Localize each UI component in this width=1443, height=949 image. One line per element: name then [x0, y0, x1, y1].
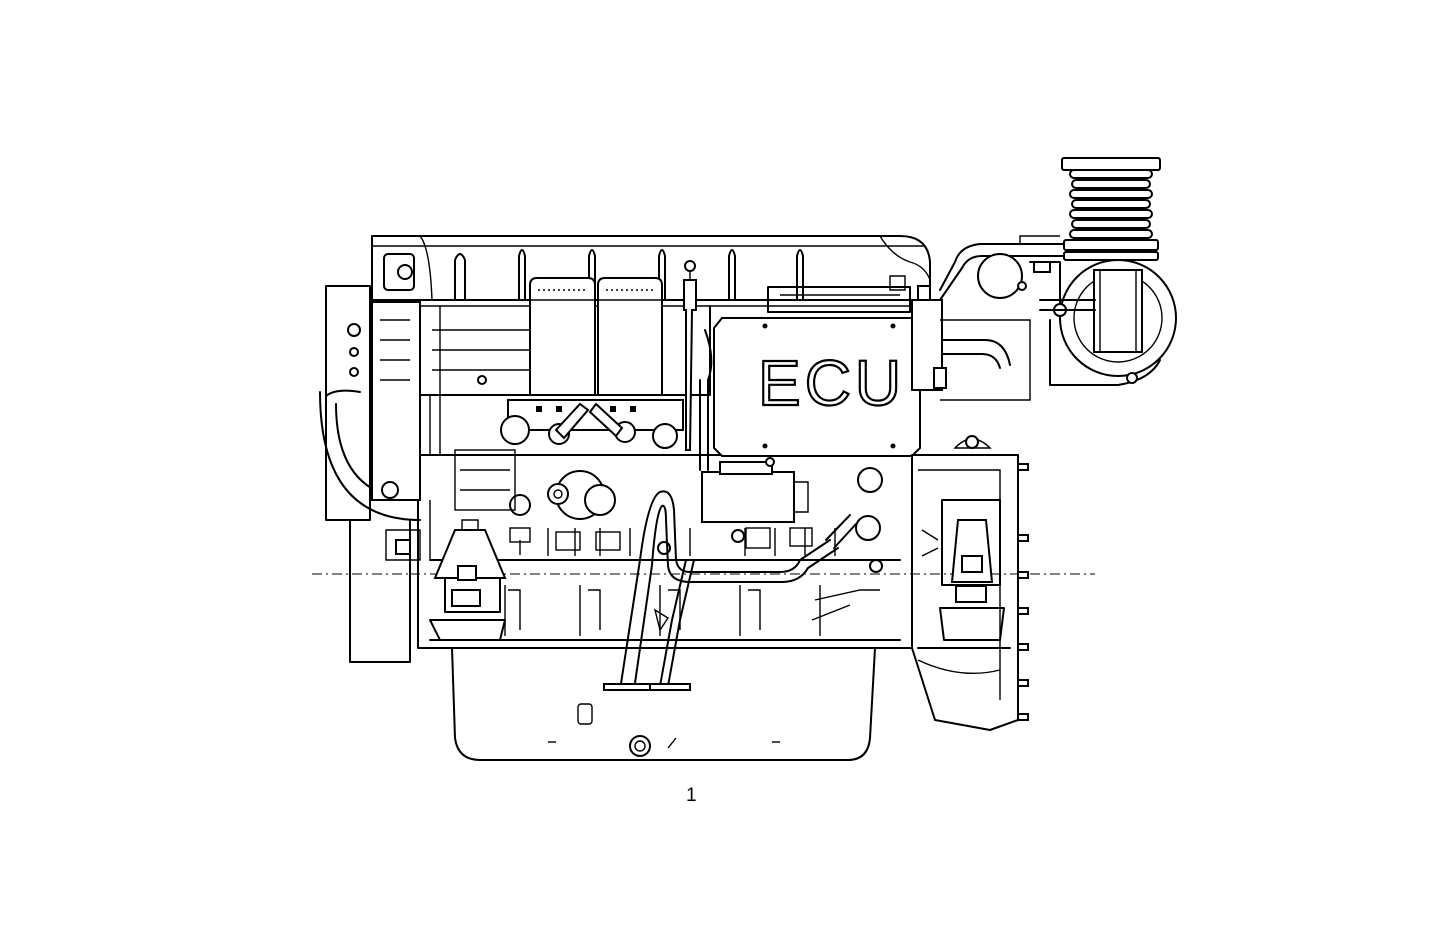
hoses [603, 329, 839, 691]
exhaust-connectors [1019, 235, 1060, 273]
engine-mount-right [921, 499, 1005, 641]
ecu-label: ECU [758, 347, 905, 419]
engine-mount-left [429, 519, 507, 641]
exhaust-outlet [939, 243, 1177, 386]
starter-motor [701, 457, 857, 549]
exhaust-bellows [1061, 157, 1161, 261]
flywheel-housing [911, 435, 1029, 731]
fuel-filters [529, 277, 663, 396]
ecu-connector [911, 285, 1031, 401]
front-cover-turbocharger [319, 253, 431, 663]
ecu-housing: ECU [713, 286, 921, 457]
fuel-control-block [454, 399, 684, 520]
dipstick-tube [683, 260, 697, 451]
oil-pan [450, 647, 877, 761]
figure-number: 1 [686, 785, 697, 806]
